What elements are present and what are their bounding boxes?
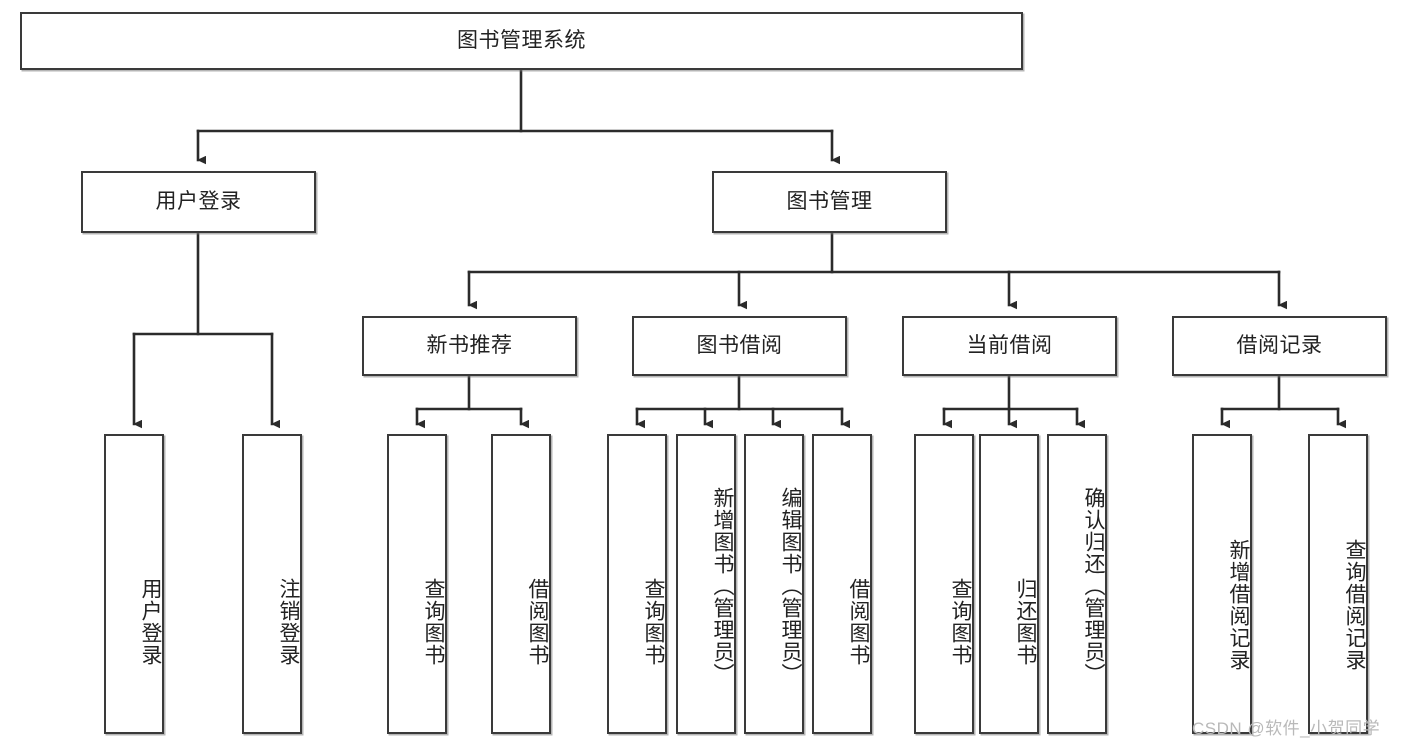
node-leaf-query-record[interactable]: 查询借阅记录 — [1308, 434, 1368, 734]
node-leaf-borrow-book-2[interactable]: 借阅图书 — [812, 434, 872, 734]
node-leaf-add-record[interactable]: 新增借阅记录 — [1192, 434, 1252, 734]
node-leaf-add-record-label: 新增借阅记录 — [1227, 539, 1250, 671]
node-current-borrow[interactable]: 当前借阅 — [902, 316, 1117, 376]
node-book-borrow-label: 图书借阅 — [696, 334, 783, 358]
node-leaf-borrow-book-2-label: 借阅图书 — [847, 578, 870, 666]
node-leaf-query-book-2[interactable]: 查询图书 — [607, 434, 667, 734]
node-leaf-edit-book-label: 编辑图书（管理员） — [779, 487, 802, 685]
node-user-login-label: 用户登录 — [155, 190, 242, 214]
node-leaf-confirm-return[interactable]: 确认归还（管理员） — [1047, 434, 1107, 734]
node-leaf-add-book-label: 新增图书（管理员） — [711, 487, 734, 685]
node-new-book-rec[interactable]: 新书推荐 — [362, 316, 577, 376]
node-borrow-record[interactable]: 借阅记录 — [1172, 316, 1387, 376]
node-leaf-add-book[interactable]: 新增图书（管理员） — [676, 434, 736, 734]
node-leaf-borrow-book-1[interactable]: 借阅图书 — [491, 434, 551, 734]
node-leaf-user-login-label: 用户登录 — [139, 578, 162, 666]
node-leaf-return-book-label: 归还图书 — [1014, 578, 1037, 666]
node-current-borrow-label: 当前借阅 — [966, 334, 1053, 358]
node-root-label: 图书管理系统 — [457, 29, 586, 53]
node-leaf-borrow-book-1-label: 借阅图书 — [526, 578, 549, 666]
node-leaf-return-book[interactable]: 归还图书 — [979, 434, 1039, 734]
node-book-mgmt[interactable]: 图书管理 — [712, 171, 947, 233]
node-leaf-query-book-1-label: 查询图书 — [422, 578, 445, 666]
node-leaf-query-book-3[interactable]: 查询图书 — [914, 434, 974, 734]
node-leaf-query-record-label: 查询借阅记录 — [1343, 539, 1366, 671]
node-leaf-query-book-2-label: 查询图书 — [642, 578, 665, 666]
node-leaf-edit-book[interactable]: 编辑图书（管理员） — [744, 434, 804, 734]
node-root[interactable]: 图书管理系统 — [20, 12, 1023, 70]
node-leaf-query-book-1[interactable]: 查询图书 — [387, 434, 447, 734]
node-user-login[interactable]: 用户登录 — [81, 171, 316, 233]
node-book-mgmt-label: 图书管理 — [786, 190, 873, 214]
node-new-book-rec-label: 新书推荐 — [426, 334, 513, 358]
node-leaf-logout[interactable]: 注销登录 — [242, 434, 302, 734]
node-leaf-logout-label: 注销登录 — [277, 578, 300, 666]
node-leaf-query-book-3-label: 查询图书 — [949, 578, 972, 666]
node-book-borrow[interactable]: 图书借阅 — [632, 316, 847, 376]
node-borrow-record-label: 借阅记录 — [1236, 334, 1323, 358]
node-leaf-confirm-return-label: 确认归还（管理员） — [1082, 487, 1105, 685]
node-leaf-user-login[interactable]: 用户登录 — [104, 434, 164, 734]
